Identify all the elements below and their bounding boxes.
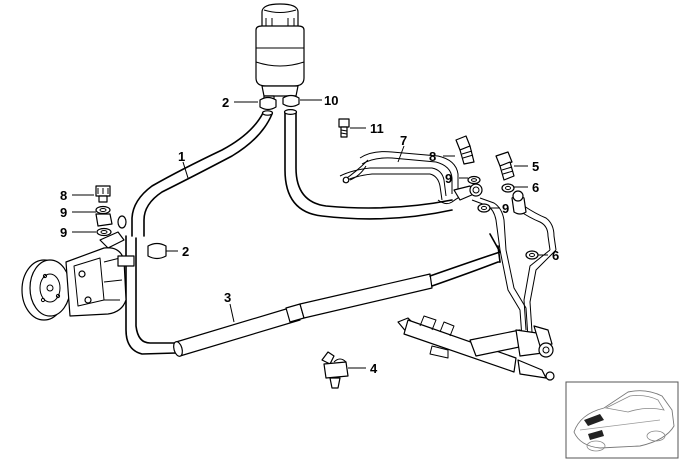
sealing-washer-9d: [477, 203, 491, 213]
callout-10: 10: [324, 93, 338, 108]
rack-feed-lines: [471, 190, 557, 339]
steering-rack-icon: [397, 315, 555, 381]
cooling-coil-icon: [339, 151, 467, 205]
hose-clip-4: [321, 351, 349, 389]
banjo-bolt-8-right: [455, 135, 475, 165]
leader-lines: [72, 99, 548, 369]
callout-3: 3: [224, 290, 231, 305]
callout-6-lower: 6: [552, 248, 559, 263]
callout-4: 4: [370, 361, 378, 376]
cooler-fitting: [453, 183, 483, 201]
banjo-bolt-5: [495, 151, 515, 181]
hose-clamp-2-lower: [147, 242, 167, 260]
callout-1: 1: [178, 149, 185, 164]
return-hose: [283, 108, 453, 220]
bolt-11: [338, 118, 350, 138]
pressure-hose-3: [125, 233, 501, 357]
callout-2-lower: 2: [182, 244, 189, 259]
callout-9-left-upper: 9: [60, 205, 67, 220]
callout-8-right: 8: [429, 149, 436, 164]
callout-labels: 1 2 10 11 7 8 5 9 6 9 6 8 9 9 2 3 4: [60, 93, 559, 376]
hose-clamp-2-upper: [259, 96, 277, 111]
callout-8-left: 8: [60, 188, 67, 203]
reservoir-icon: [255, 3, 305, 105]
banjo-bolt-8-pump: [95, 185, 111, 203]
power-steering-pump-icon: [21, 231, 135, 321]
callout-9-right-lower: 9: [502, 201, 509, 216]
sealing-washer-6b: [525, 250, 539, 260]
callout-2-upper: 2: [222, 95, 229, 110]
sealing-washer-9a: [95, 205, 111, 215]
banjo-fitting-pump: [95, 213, 127, 229]
callout-7: 7: [400, 133, 407, 148]
sealing-washer-9b: [96, 227, 112, 237]
callout-9-left-lower: 9: [60, 225, 67, 240]
callout-11: 11: [370, 121, 384, 136]
car-thumbnail-icon: [565, 381, 679, 459]
hose-clamp-10: [282, 94, 300, 108]
sealing-washer-6a: [501, 183, 515, 193]
suction-hose-1: [131, 110, 274, 237]
callout-6-upper: 6: [532, 180, 539, 195]
sealing-washer-9c: [467, 175, 481, 185]
callout-9-right-upper: 9: [445, 171, 452, 186]
callout-5: 5: [532, 159, 539, 174]
